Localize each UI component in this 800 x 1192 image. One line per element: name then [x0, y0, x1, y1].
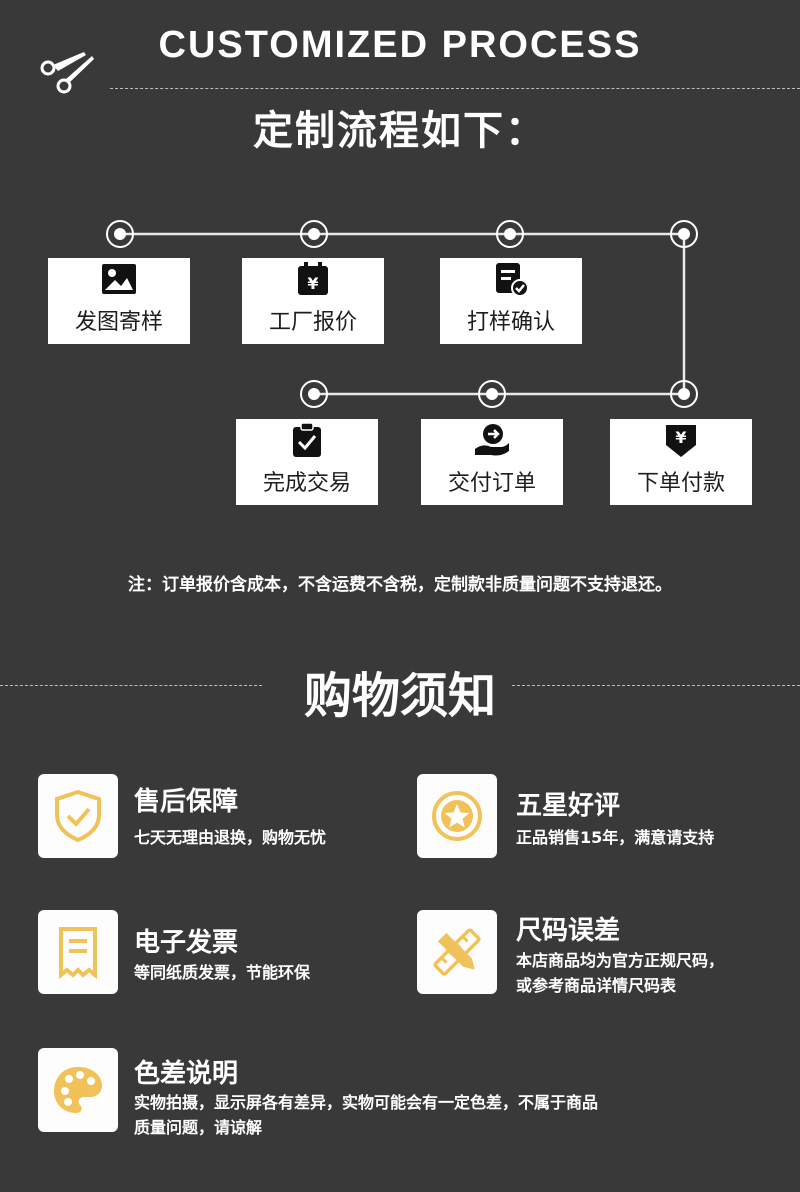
hand-delivery-icon [475, 424, 509, 456]
yen-download-icon: ¥ [666, 425, 696, 457]
notice-divider-left [0, 685, 262, 686]
step-deliver-order: 交付订单 [421, 419, 563, 505]
header-title: CUSTOMIZED PROCESS [158, 24, 642, 66]
step-label: 交付订单 [447, 471, 536, 496]
card-desc: 本店商品均为官方正规尺码， [516, 951, 725, 970]
card-icon-box [38, 910, 118, 994]
card-title: 售后保障 [134, 787, 239, 817]
card-desc: 质量问题，请谅解 [134, 1118, 263, 1137]
scissors-icon [40, 52, 94, 94]
step-label: 发图寄样 [74, 310, 163, 335]
card-desc: 实物拍摄，显示屏各有差异，实物可能会有一定色差，不属于商品 [134, 1093, 599, 1112]
price-calendar-icon: ¥ [298, 262, 328, 295]
invoice-icon [59, 927, 97, 980]
card-desc: 等同纸质发票，节能环保 [134, 963, 311, 982]
card-title: 尺码误差 [516, 916, 621, 946]
card-icon-box [417, 910, 497, 994]
notice-divider-right [512, 685, 800, 686]
step-label: 完成交易 [262, 471, 351, 496]
svg-text:¥: ¥ [675, 428, 686, 447]
card-desc: 或参考商品详情尺码表 [516, 976, 677, 995]
svg-text:¥: ¥ [307, 274, 318, 293]
step-complete-deal: 完成交易 [236, 419, 378, 505]
card-desc: 正品销售15年，满意请支持 [516, 828, 715, 847]
step-label: 下单付款 [636, 471, 725, 496]
flow-nodes [106, 220, 698, 408]
star-badge-icon [432, 791, 482, 841]
step-send-sample: 发图寄样 [48, 258, 190, 344]
step-label: 打样确认 [466, 310, 555, 335]
step-sample-confirm: 打样确认 [440, 258, 582, 344]
process-flow-lines [106, 220, 698, 408]
document-check-icon [496, 263, 529, 297]
clipboard-check-icon [293, 422, 321, 457]
card-title: 五星好评 [516, 791, 621, 821]
shield-check-icon [55, 789, 101, 843]
palette-icon [54, 1067, 102, 1113]
card-desc: 七天无理由退换，购物无忧 [134, 828, 327, 847]
process-note: 注：订单报价含成本，不含运费不含税，定制款非质量问题不支持退还。 [128, 575, 672, 595]
process-subtitle: 定制流程如下： [253, 108, 547, 154]
card-title: 色差说明 [134, 1059, 239, 1089]
step-order-payment: ¥ 下单付款 [610, 419, 752, 505]
card-title: 电子发票 [134, 928, 239, 958]
header-divider [110, 88, 800, 89]
ruler-pencil-icon [433, 928, 481, 976]
card-icon-box [38, 1048, 118, 1132]
card-icon-box [417, 774, 497, 858]
step-label: 工厂报价 [268, 310, 357, 335]
image-icon [102, 264, 136, 294]
notice-title: 购物须知 [303, 668, 496, 724]
step-factory-quote: ¥ 工厂报价 [242, 258, 384, 344]
card-icon-box [38, 774, 118, 858]
